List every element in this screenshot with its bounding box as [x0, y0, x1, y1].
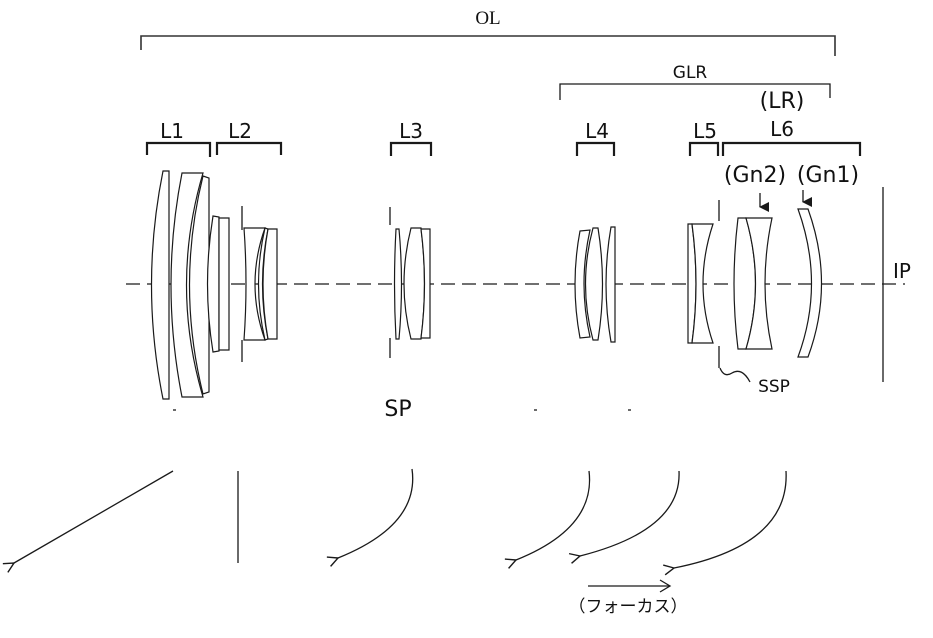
lens-element-gn2	[745, 217, 773, 350]
lens-element	[206, 215, 220, 353]
gn2-label: (Gn2)	[724, 163, 786, 188]
group-label-l6: L6	[770, 117, 794, 141]
lens-element	[691, 223, 714, 344]
ol-label: OL	[475, 8, 500, 29]
lens-element	[150, 170, 170, 400]
group-label-l2: L2	[228, 119, 252, 143]
group-bracket-l5: L5	[688, 119, 720, 156]
trajectory-l4-arrow-icon	[516, 470, 591, 560]
lens-element	[584, 227, 604, 341]
group-bracket-l2: L2	[215, 119, 283, 155]
lens-group-l5	[687, 200, 751, 383]
focus-indicator: （フォーカス）	[569, 579, 688, 617]
group-bracket-l4: L4	[575, 119, 616, 156]
lens-group-l3	[389, 207, 431, 358]
lens-group-l6	[733, 208, 823, 358]
ol-bracket: OL	[140, 8, 836, 56]
group-label-l1: L1	[160, 119, 184, 143]
lens-element	[170, 172, 204, 398]
focus-label: （フォーカス）	[569, 597, 688, 617]
lens-element	[393, 228, 403, 340]
group-bracket-l3: L3	[389, 119, 433, 156]
lens-element	[188, 175, 210, 395]
lens-element	[262, 228, 278, 340]
lens-group-l4	[574, 226, 616, 343]
group-bracket-l6: L6	[721, 117, 862, 156]
lens-element	[574, 229, 591, 339]
lens-group-l1	[150, 170, 230, 400]
trajectory-l6-arrow-icon	[674, 470, 787, 568]
glr-bracket: GLR	[559, 63, 831, 100]
glr-label: GLR	[673, 63, 708, 83]
lens-element	[403, 227, 426, 340]
gn1-label: (Gn1)	[797, 163, 859, 188]
group-label-l5: L5	[693, 119, 717, 143]
lr-label: (LR)	[760, 89, 805, 114]
ssp-label: SSP	[758, 377, 790, 397]
lens-element	[605, 226, 616, 343]
trajectory-l3-arrow-icon	[338, 468, 414, 558]
trajectory-l5-arrow-icon	[580, 470, 680, 556]
movement-trajectories	[14, 468, 787, 568]
group-label-l3: L3	[399, 119, 423, 143]
sp-label: SP	[384, 397, 411, 422]
lens-element	[420, 228, 431, 339]
group-bracket-l1: L1	[145, 119, 212, 157]
ssp-leader	[719, 367, 751, 383]
group-label-l4: L4	[585, 119, 609, 143]
ip-label: IP	[893, 259, 911, 283]
trajectory-l1-arrow-icon	[14, 470, 174, 563]
lens-element	[218, 217, 230, 351]
lens-element-gn1	[797, 208, 823, 358]
lens-group-l2	[241, 206, 278, 362]
